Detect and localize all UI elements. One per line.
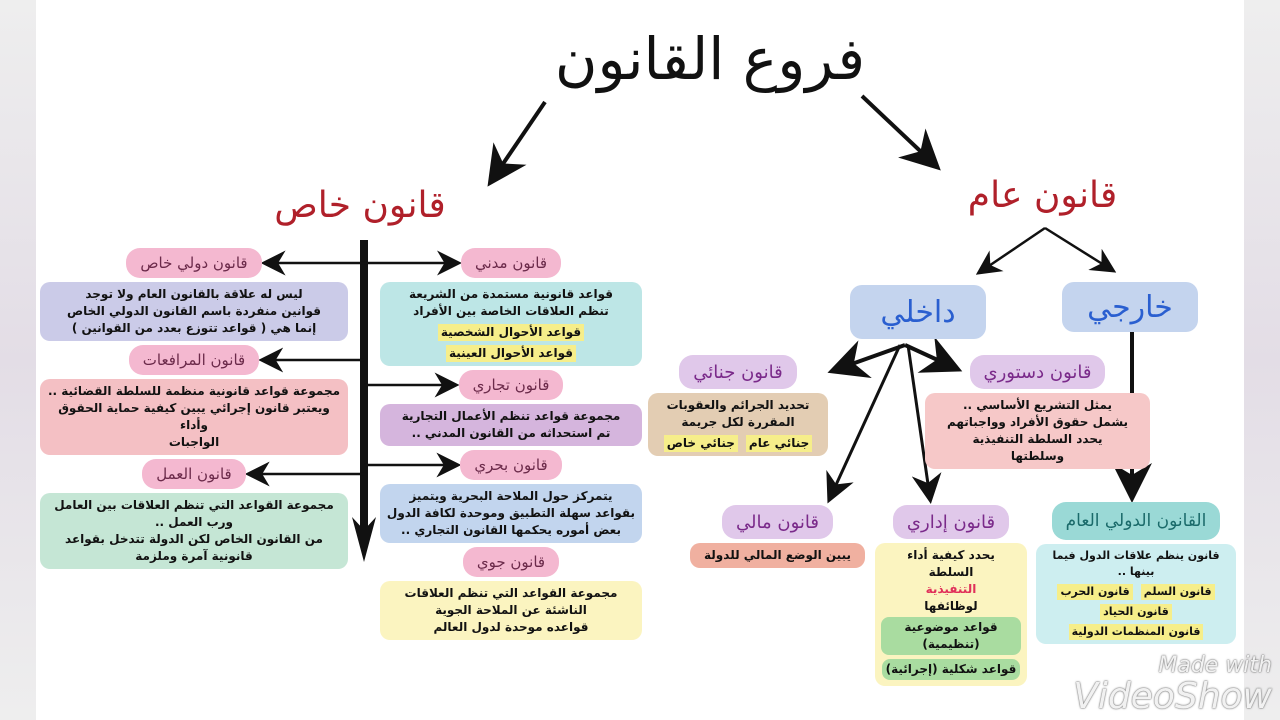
- desc-line: قواعده موحدة لدول العالم: [433, 620, 589, 634]
- tag-personal-status: قواعد الأحوال الشخصية: [437, 324, 585, 341]
- labor-law-pill: قانون العمل: [142, 459, 246, 489]
- tag-general-criminal: جنائي عام: [745, 435, 813, 452]
- intl-private-law-desc: ليس له علاقة بالقانون العام ولا توجد قوا…: [40, 282, 348, 341]
- administrative-law-pill: قانون إداري: [892, 505, 1010, 539]
- commercial-law-desc: مجموعة قواعد تنظم الأعمال التجارية تم اس…: [380, 404, 642, 446]
- desc-line: مجموعة قواعد تنظم الأعمال التجارية: [401, 409, 621, 423]
- internal-law-box: داخلي: [850, 285, 986, 339]
- desc-line: مجموعة القواعد التي تنظم العلاقات: [404, 586, 618, 600]
- desc-line: مجموعة قواعد قانونية منظمة للسلطة القضائ…: [47, 384, 341, 398]
- tag-neutrality-law: قانون الحياد: [1100, 604, 1172, 620]
- constitutional-law-column: قانون دستوري يمثل التشريع الأساسي .. يشم…: [925, 355, 1150, 469]
- maritime-law-pill: قانون بحري: [460, 450, 562, 480]
- intl-public-law-column: القانون الدولي العام قانون ينظم علاقات ا…: [1036, 502, 1236, 644]
- desc-line: يمثل التشريع الأساسي ..: [962, 398, 1112, 412]
- desc-line-highlight: التنفيذية: [925, 582, 977, 596]
- commercial-law-pill: قانون تجاري: [458, 370, 564, 400]
- tag-peace-law: قانون السلم: [1140, 584, 1215, 600]
- arrow-to-internal: [975, 226, 1046, 275]
- desc-line: ويعتبر قانون إجرائي يبين كيفية حماية الح…: [58, 401, 330, 432]
- criminal-law-pill: قانون جنائي: [679, 355, 797, 389]
- desc-line: الواجبات: [168, 435, 220, 449]
- blurred-edge-left: [0, 0, 36, 720]
- desc-line: قانون ينظم علاقات الدول فيما بينها ..: [1052, 549, 1220, 578]
- arrow-to-private: [487, 100, 547, 187]
- financial-law-column: قانون مالي يبين الوضع المالي للدولة: [690, 505, 865, 568]
- desc-line: إنما هي ( قواعد تتوزع بعدد من القوانين ): [71, 321, 317, 335]
- desc-line: وسلطتها: [1010, 449, 1065, 463]
- desc-line: السلطة: [928, 565, 974, 579]
- videoshow-watermark: Made with VideoShow: [1040, 654, 1272, 716]
- constitutional-law-desc: يمثل التشريع الأساسي .. يشمل حقوق الأفرا…: [925, 393, 1150, 469]
- desc-line: مجموعة القواعد التي تنظم العلاقات بين ال…: [54, 498, 334, 512]
- external-law-box: خارجي: [1062, 282, 1198, 332]
- watermark-line1: Made with: [1158, 653, 1272, 678]
- intl-private-law-pill: قانون دولي خاص: [126, 248, 262, 278]
- procedures-law-desc: مجموعة قواعد قانونية منظمة للسلطة القضائ…: [40, 379, 348, 455]
- civil-law-desc: قواعد قانونية مستمدة من الشريعة تنظم الع…: [380, 282, 642, 366]
- administrative-law-desc: يحدد كيفية أداء السلطة التنفيذية لوظائفه…: [875, 543, 1027, 686]
- tag-formal-rules: قواعد شكلية (إجرائية): [881, 659, 1021, 680]
- constitutional-law-pill: قانون دستوري: [969, 355, 1106, 389]
- desc-line: قانونية آمرة وملزمة: [135, 549, 253, 563]
- desc-line: قوانين منفردة باسم القانون الدولي الخاص: [66, 304, 322, 318]
- administrative-law-column: قانون إداري يحدد كيفية أداء السلطة التنف…: [875, 505, 1027, 686]
- financial-law-desc: يبين الوضع المالي للدولة: [690, 543, 865, 568]
- desc-line: قواعد قانونية مستمدة من الشريعة: [408, 287, 614, 301]
- criminal-law-desc: تحديد الجرائم والعقوبات المقررة لكل جريم…: [648, 393, 828, 456]
- private-law-left-column: قانون دولي خاص ليس له علاقة بالقانون الع…: [40, 248, 348, 569]
- tag-war-law: قانون الحرب: [1057, 584, 1133, 600]
- tag-intl-organizations-law: قانون المنظمات الدولية: [1068, 624, 1204, 640]
- air-law-desc: مجموعة القواعد التي تنظم العلاقات الناشئ…: [380, 581, 642, 640]
- tag-real-status: قواعد الأحوال العينية: [445, 345, 577, 362]
- private-law-heading: قانون خاص: [274, 185, 446, 226]
- arrow-to-constitutional: [904, 336, 963, 373]
- desc-line: من القانون الخاص لكن الدولة تتدخل بقواعد: [65, 532, 323, 546]
- tag-substantive-rules: قواعد موضوعية (تنظيمية): [881, 617, 1021, 655]
- desc-line: بقواعد سهلة التطبيق وموحدة لكافة الدول: [386, 506, 636, 520]
- arrow-to-financial: [826, 344, 902, 504]
- desc-line: يتمركز حول الملاحة البحرية ويتميز: [409, 489, 613, 503]
- desc-line: تم استحداثه من القانون المدني ..: [411, 426, 611, 440]
- arrow-to-administrative: [906, 344, 942, 504]
- private-law-right-column: قانون مدني قواعد قانونية مستمدة من الشري…: [380, 248, 642, 640]
- desc-line: لوظائفها: [924, 599, 978, 613]
- civil-law-pill: قانون مدني: [460, 248, 562, 278]
- desc-line: الناشئة عن الملاحة الجوية: [435, 603, 587, 617]
- air-law-pill: قانون جوي: [462, 547, 560, 577]
- tag-special-criminal: جنائي خاص: [663, 435, 738, 452]
- intl-public-law-pill: القانون الدولي العام: [1051, 502, 1221, 540]
- arrow-to-criminal: [827, 340, 906, 379]
- desc-line: ليس له علاقة بالقانون العام ولا توجد: [85, 287, 303, 301]
- desc-line: يشمل حقوق الأفراد وواجباتهم: [946, 415, 1129, 429]
- watermark-line2: VideoShow: [1073, 676, 1272, 717]
- desc-line: يحدد كيفية أداء: [907, 548, 995, 562]
- intl-public-law-desc: قانون ينظم علاقات الدول فيما بينها .. قا…: [1036, 544, 1236, 644]
- desc-line: تحديد الجرائم والعقوبات: [666, 398, 810, 412]
- desc-line: يحدد السلطة التنفيذية: [972, 432, 1103, 446]
- maritime-law-desc: يتمركز حول الملاحة البحرية ويتميز بقواعد…: [380, 484, 642, 543]
- public-law-heading: قانون عام: [967, 175, 1118, 216]
- arrow-to-public: [860, 94, 941, 171]
- desc-line: تنظم العلاقات الخاصة بين الأفراد: [413, 304, 609, 318]
- criminal-law-column: قانون جنائي تحديد الجرائم والعقوبات المق…: [648, 355, 828, 456]
- labor-law-desc: مجموعة القواعد التي تنظم العلاقات بين ال…: [40, 493, 348, 569]
- blurred-edge-right: [1244, 0, 1280, 720]
- private-trunk-arrowhead: [352, 517, 376, 562]
- procedures-law-pill: قانون المرافعات: [128, 345, 260, 375]
- financial-law-pill: قانون مالي: [722, 505, 833, 539]
- desc-line: المقررة لكل جريمة: [681, 415, 795, 429]
- arrow-to-external: [1044, 226, 1117, 273]
- desc-line: بعض أموره يحكمها القانون التجاري ..: [401, 523, 621, 537]
- main-title: فروع القانون: [554, 25, 866, 93]
- desc-line: ورب العمل ..: [154, 515, 234, 529]
